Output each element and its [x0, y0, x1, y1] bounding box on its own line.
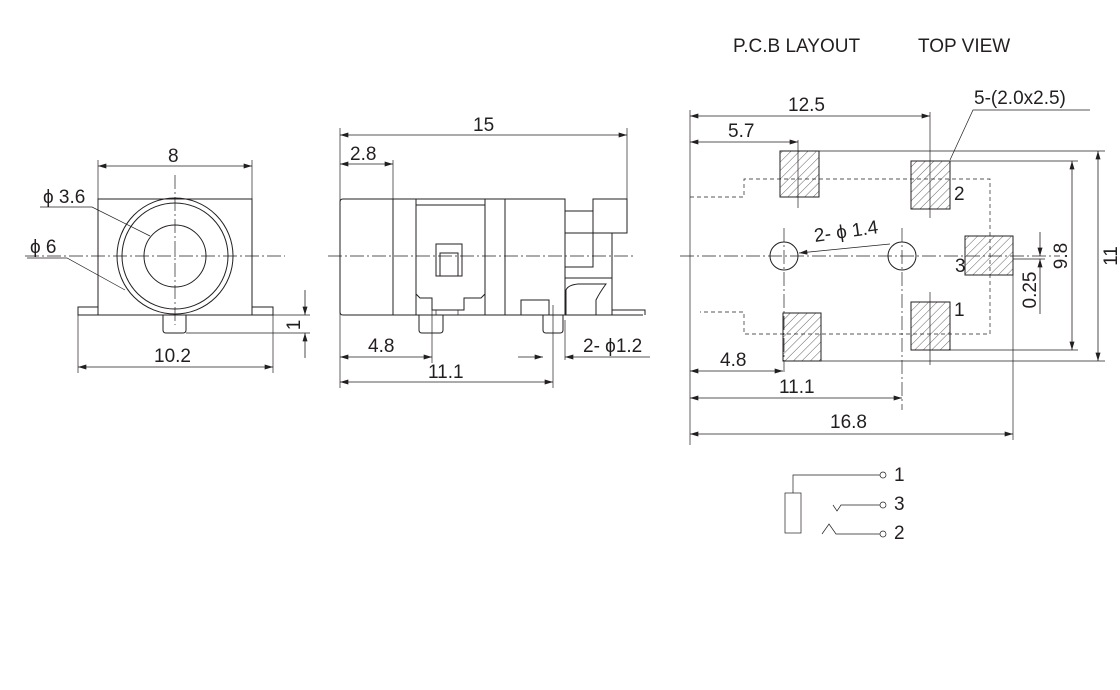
pad-1 — [910, 301, 951, 351]
dim-pad-spacing: 12.5 — [788, 95, 825, 116]
dim-pad3-offset: 0.25 — [1020, 272, 1041, 309]
pad-spec: 5-(2.0x2.5) — [974, 88, 1066, 109]
dim-pin2-offset: 11.1 — [428, 362, 464, 383]
pad-2 — [910, 160, 951, 210]
pad — [782, 312, 822, 362]
dim-total-length: 16.8 — [830, 412, 867, 433]
terminal-3 — [879, 501, 887, 509]
pad-3 — [964, 235, 1014, 276]
terminal-label-3: 3 — [894, 494, 905, 515]
hole-spec: 2- ϕ 1.4 — [813, 217, 880, 247]
dim-width: 8 — [168, 146, 179, 167]
dim-hole1-offset: 4.8 — [720, 350, 746, 371]
dim-pin1-offset: 4.8 — [368, 336, 394, 357]
front-view: 8 10.2 1 ϕ 3.6 ϕ 6 — [25, 146, 310, 373]
dim-pad-offset: 5.7 — [728, 121, 754, 142]
terminal-2 — [879, 530, 887, 538]
dim-inner-diameter: ϕ 3.6 — [43, 187, 85, 208]
dim-front-segment: 2.8 — [350, 144, 376, 165]
dim-inner-height: 9.8 — [1051, 243, 1072, 269]
dim-outer-height: 11 — [1101, 246, 1120, 266]
dim-pin-height: 1 — [284, 320, 305, 331]
pcb-layout-title: P.C.B LAYOUT — [733, 36, 860, 57]
pad-label-2: 2 — [954, 184, 965, 205]
terminal-label-2: 2 — [894, 523, 905, 544]
pad — [779, 150, 820, 198]
pcb-layout-view: 2 1 3 12.5 5.7 4.8 11.1 16.8 11 9.8 0.25… — [680, 88, 1120, 445]
pad-label-1: 1 — [954, 300, 965, 321]
mount-hole — [769, 241, 799, 271]
dim-length: 15 — [473, 115, 494, 136]
dim-base-width: 10.2 — [154, 346, 191, 367]
dim-hole2-offset: 11.1 — [779, 377, 815, 398]
schematic: 1 3 2 — [784, 465, 905, 544]
dim-pin-diameter: 2- ϕ1.2 — [583, 336, 642, 357]
side-view: 15 2.8 4.8 11.1 2- ϕ1.2 — [328, 115, 650, 388]
top-view-title: TOP VIEW — [918, 36, 1010, 57]
pad-label-3: 3 — [955, 256, 966, 277]
mount-hole — [887, 241, 917, 271]
dim-outer-diameter: ϕ 6 — [30, 237, 57, 258]
terminal-label-1: 1 — [894, 465, 905, 486]
terminal-1 — [879, 471, 887, 479]
